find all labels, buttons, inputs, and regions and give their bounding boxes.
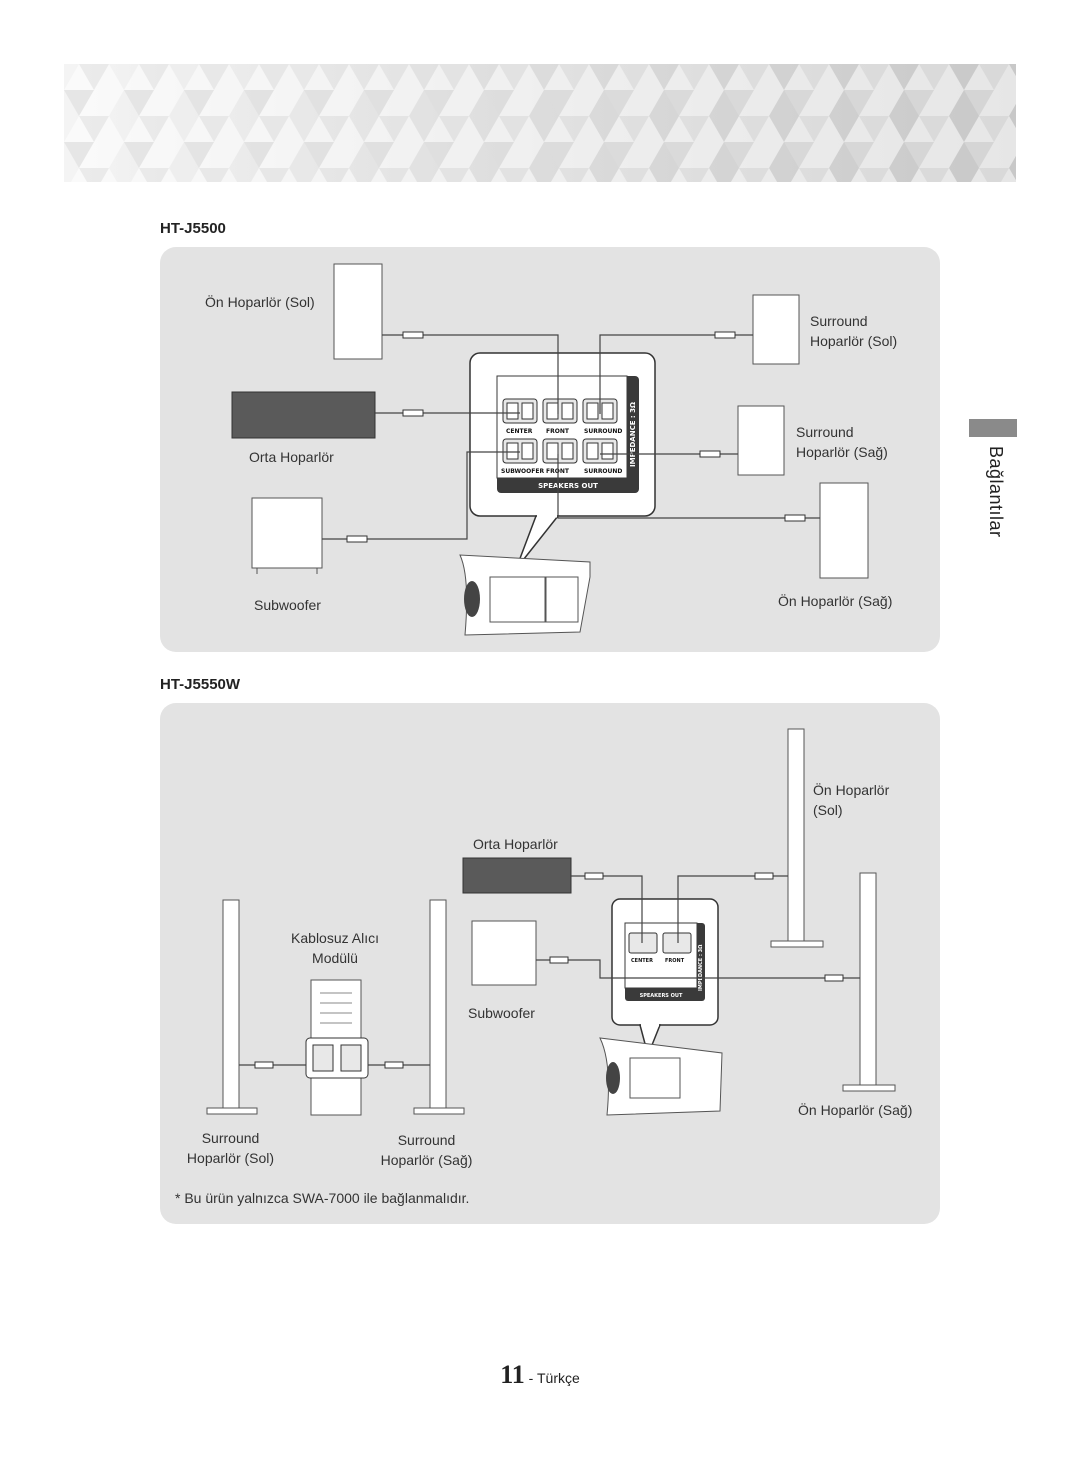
label-wireless-line2: Modülü [312, 950, 358, 966]
label-front-left: Ön Hoparlör (Sol) [205, 294, 315, 310]
center-speaker [462, 857, 572, 894]
label-surround-right-line1: Surround [796, 424, 854, 440]
label-surround-left: Surround Hoparlör (Sol) [810, 311, 897, 351]
surround-right-speaker [429, 899, 447, 1109]
front-right-speaker [859, 872, 877, 1086]
header-banner [64, 64, 1016, 182]
surround-left-speaker [222, 899, 240, 1109]
terminal-label: FRONT [665, 958, 685, 964]
compatibility-note: * Bu ürün yalnızca SWA-7000 ile bağlanma… [175, 1190, 470, 1206]
terminal-label: SURROUND [584, 428, 622, 435]
label-surround-left-line2: Hoparlör (Sol) [186, 1150, 275, 1166]
label-surround-left-line1: Surround [201, 1130, 260, 1146]
section-tab-label: Bağlantılar [986, 446, 1006, 538]
front-right-speaker [819, 482, 869, 579]
page-language: - Türkçe [524, 1370, 580, 1386]
terminal-label: CENTER [631, 958, 653, 964]
front-left-speaker [787, 728, 805, 942]
section-tab-marker [969, 419, 1017, 437]
label-front-right: Ön Hoparlör (Sağ) [798, 1102, 913, 1118]
model1-wiring-diagram: CENTER FRONT SURROUND SUBWOOFER FRONT SU… [231, 263, 869, 636]
terminal-label: FRONT [546, 428, 570, 435]
label-center: Orta Hoparlör [473, 836, 558, 852]
label-front-left: Ön Hoparlör (Sol) [813, 780, 889, 820]
label-front-left-line2: (Sol) [813, 802, 843, 818]
terminal-label: CENTER [506, 428, 533, 435]
label-subwoofer: Subwoofer [468, 1005, 535, 1021]
model2-wiring-diagram: CENTER FRONT IMPEDANCE : 3Ω SPEAKERS OUT [206, 728, 896, 1116]
model1-title: HT-J5500 [160, 220, 226, 237]
label-surround-right: Surround Hoparlör (Sağ) [374, 1130, 479, 1170]
center-speaker [231, 391, 376, 439]
label-surround-right: Surround Hoparlör (Sağ) [796, 422, 888, 462]
impedance-label: IMPEDANCE : 3Ω [698, 944, 704, 991]
terminal-label: SUBWOOFER [501, 468, 544, 475]
page-number: 11 [500, 1360, 525, 1389]
subwoofer-speaker [251, 497, 323, 569]
label-front-left-line1: Ön Hoparlör [813, 782, 890, 798]
model2-title: HT-J5550W [160, 676, 241, 693]
label-surround-right-line2: Hoparlör (Sağ) [380, 1152, 473, 1168]
label-surround-left: Surround Hoparlör (Sol) [178, 1128, 283, 1168]
speakers-out-label: SPEAKERS OUT [538, 482, 598, 490]
label-wireless-module: Kablosuz Alıcı Modülü [285, 928, 385, 968]
surround-right-speaker [737, 405, 785, 476]
label-wireless-line1: Kablosuz Alıcı [291, 930, 379, 946]
speakers-out-label: SPEAKERS OUT [640, 993, 683, 999]
impedance-label: IMPEDANCE : 3Ω [629, 402, 637, 467]
terminal-label: SURROUND [584, 468, 622, 475]
subwoofer-speaker [471, 920, 537, 986]
label-front-right: Ön Hoparlör (Sağ) [778, 593, 893, 609]
page-footer: 11 - Türkçe [0, 1360, 1080, 1390]
label-surround-right-line1: Surround [397, 1132, 456, 1148]
surround-left-speaker [752, 294, 800, 365]
label-surround-right-line2: Hoparlör (Sağ) [796, 444, 888, 460]
label-center: Orta Hoparlör [249, 449, 334, 465]
label-surround-left-line1: Surround [810, 313, 868, 329]
label-surround-left-line2: Hoparlör (Sol) [810, 333, 898, 349]
label-subwoofer: Subwoofer [254, 597, 321, 613]
front-left-speaker [333, 263, 383, 360]
